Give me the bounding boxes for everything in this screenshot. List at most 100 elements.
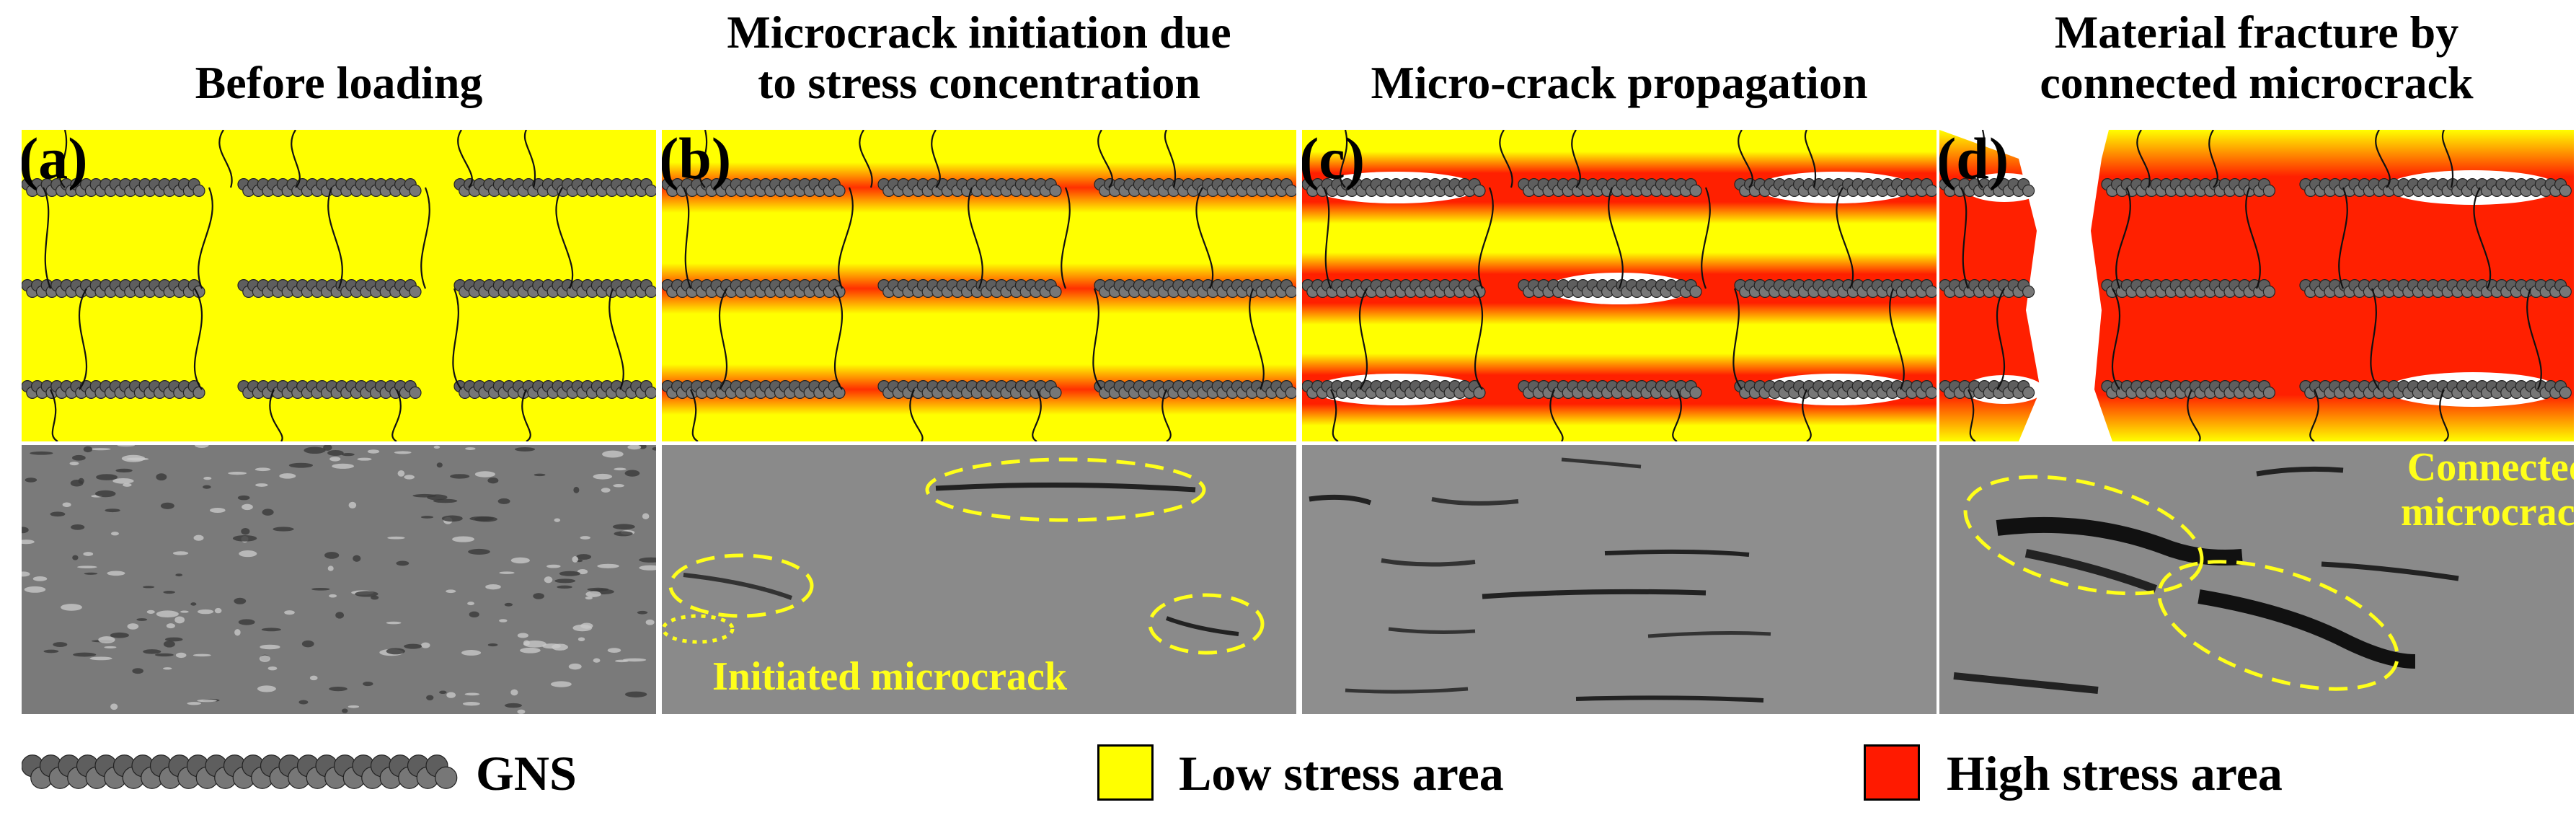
gns-bead bbox=[409, 285, 422, 298]
sem-pore bbox=[284, 610, 295, 615]
sem-pore bbox=[520, 647, 541, 653]
panel-a-title: Before loading bbox=[195, 57, 483, 108]
sem-pore bbox=[550, 681, 572, 687]
polymer-chain bbox=[1976, 130, 1986, 188]
sem-pore bbox=[487, 477, 499, 484]
crack-highlight-ellipse bbox=[2157, 560, 2399, 691]
sem-pore bbox=[446, 692, 456, 698]
sem-pore bbox=[386, 621, 402, 625]
sem-pore bbox=[585, 596, 593, 600]
sem-pore bbox=[517, 709, 526, 714]
sem-pore bbox=[348, 501, 357, 509]
polymer-chain bbox=[2375, 130, 2391, 188]
polymer-chain bbox=[1478, 187, 1494, 289]
sem-pore bbox=[517, 633, 528, 638]
sem-pore bbox=[559, 571, 580, 576]
sem-pore bbox=[612, 524, 635, 530]
sem-a-svg bbox=[22, 445, 656, 714]
panel-d-tag: (d) bbox=[1939, 130, 2009, 191]
sem-pore bbox=[232, 535, 257, 542]
sem-pore bbox=[426, 695, 434, 700]
sem-pore bbox=[104, 646, 117, 648]
polymer-chain bbox=[1889, 288, 1905, 390]
sem-pore bbox=[421, 642, 430, 648]
sem-c-svg bbox=[1302, 445, 1937, 714]
sem-pore bbox=[639, 557, 656, 563]
sem-pore bbox=[172, 551, 189, 555]
crack bbox=[683, 573, 793, 600]
crack bbox=[935, 482, 1196, 493]
sem-pore bbox=[441, 515, 463, 522]
gns-bead bbox=[2262, 285, 2275, 298]
polymer-chain bbox=[968, 187, 983, 289]
polymer-chain bbox=[690, 389, 699, 441]
sem-pore bbox=[357, 457, 372, 461]
legend-gns-label: GNS bbox=[476, 746, 577, 801]
sem-pore bbox=[504, 703, 522, 708]
crack bbox=[2197, 589, 2416, 669]
crack bbox=[1165, 616, 1239, 636]
sem-b-svg bbox=[662, 445, 1296, 714]
sem-pore bbox=[404, 475, 415, 480]
sem-pore bbox=[214, 607, 222, 614]
polymer-chain bbox=[1968, 389, 1976, 441]
sem-pore bbox=[32, 576, 48, 581]
sem-pore bbox=[127, 623, 139, 630]
gns-bead bbox=[2262, 184, 2275, 198]
connected-microcrack-label: Connected microcrack bbox=[2401, 445, 2574, 534]
sem-pore bbox=[577, 637, 585, 642]
polymer-chain bbox=[931, 130, 941, 188]
sem-pore bbox=[499, 619, 508, 622]
sem-pore bbox=[260, 644, 280, 650]
sem-pore bbox=[461, 650, 482, 656]
sem-pore bbox=[123, 483, 132, 487]
sem-pore bbox=[203, 485, 211, 489]
sem-pore bbox=[156, 473, 167, 481]
sem-pore bbox=[396, 560, 410, 566]
sem-pore bbox=[467, 602, 474, 606]
gns-bead bbox=[645, 184, 656, 197]
polymer-chain bbox=[269, 389, 283, 441]
sem-pore bbox=[259, 655, 270, 662]
crack bbox=[2256, 466, 2344, 477]
gns-bead bbox=[1925, 285, 1937, 298]
sem-pore bbox=[412, 493, 437, 498]
polymer-chain bbox=[2526, 288, 2542, 390]
polymer-chain bbox=[1549, 389, 1564, 441]
sem-pore bbox=[607, 648, 621, 653]
polymer-chain bbox=[50, 389, 58, 441]
sem-surface bbox=[1939, 445, 2574, 714]
panel-c-title: Micro-crack propagation bbox=[1371, 57, 1868, 108]
sem-pore bbox=[262, 509, 274, 516]
polymer-chain bbox=[1608, 187, 1624, 289]
crack bbox=[1309, 494, 1372, 506]
sem-pore bbox=[534, 473, 546, 477]
panel-b-schematic: (b) bbox=[662, 130, 1296, 441]
sem-pore bbox=[187, 702, 202, 705]
sem-pore bbox=[544, 576, 553, 584]
gns-bead bbox=[1285, 386, 1296, 399]
sem-pore bbox=[602, 450, 624, 458]
panel-b-sem-image: Initiated microcrack bbox=[662, 445, 1296, 714]
crack bbox=[1388, 627, 1476, 634]
sem-pore bbox=[329, 457, 341, 462]
sem-pore bbox=[469, 611, 479, 618]
sem-pore bbox=[329, 594, 337, 598]
sem-pore bbox=[327, 565, 334, 571]
sem-pore bbox=[210, 508, 226, 514]
sem-pore bbox=[485, 584, 501, 590]
sem-pore bbox=[542, 643, 561, 649]
panel-b-svg bbox=[662, 130, 1296, 441]
sem-pore bbox=[194, 445, 209, 449]
sem-pore bbox=[585, 591, 601, 597]
sem-pore bbox=[73, 652, 97, 657]
sem-pore bbox=[143, 649, 161, 654]
crack-highlight-ellipse bbox=[1148, 593, 1265, 655]
sem-pore bbox=[84, 572, 98, 575]
gns-bead bbox=[1285, 184, 1296, 197]
sem-pore bbox=[404, 643, 422, 649]
panel-b-title: Microcrack initiation due to stress conc… bbox=[727, 6, 1231, 108]
polymer-chain bbox=[909, 389, 924, 441]
polymer-chain bbox=[2442, 130, 2453, 188]
sem-pore bbox=[156, 610, 179, 618]
